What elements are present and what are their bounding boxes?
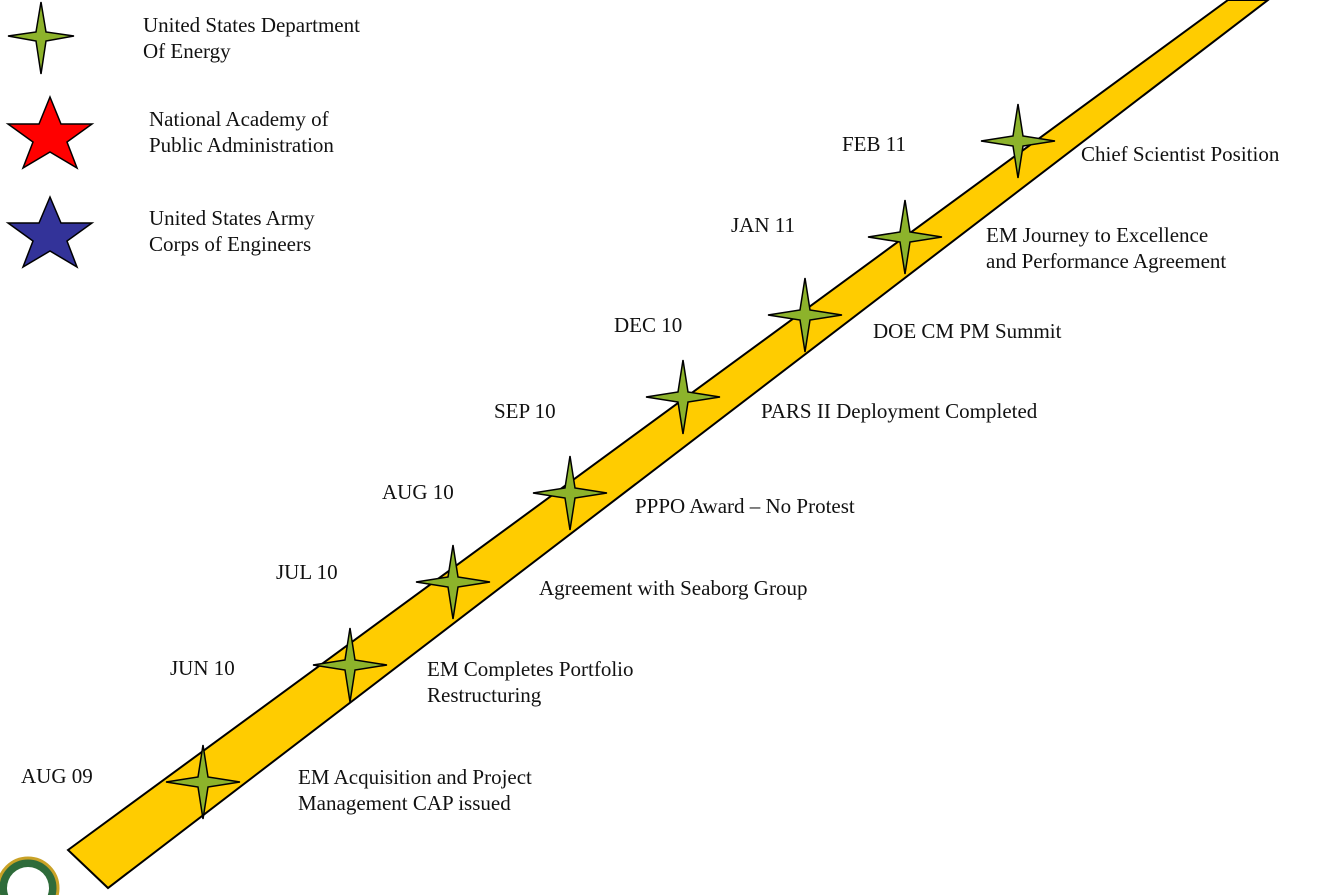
milestone-label: PPPO Award – No Protest <box>635 494 855 518</box>
milestone-star-icon <box>415 544 491 620</box>
milestone-date: FEB 11 <box>842 132 906 156</box>
legend-blue-star-icon <box>5 195 95 269</box>
milestone-label: DOE CM PM Summit <box>873 319 1062 343</box>
milestone-label: Agreement with Seaborg Group <box>539 576 808 600</box>
milestone-star-icon <box>867 199 943 275</box>
doe-seal-logo <box>0 856 60 895</box>
milestone-date: JUN 10 <box>170 656 235 680</box>
milestone-date: DEC 10 <box>614 313 683 337</box>
legend-red-star-icon <box>5 95 95 170</box>
milestone-star-icon <box>767 277 843 353</box>
milestone-markers <box>165 103 1056 820</box>
milestone-date: JAN 11 <box>731 213 795 237</box>
milestone-date: AUG 09 <box>21 764 93 788</box>
milestone-star-icon <box>645 359 721 435</box>
legend-green-four-point-star-icon <box>7 1 75 75</box>
milestone-star-icon <box>532 455 608 531</box>
milestone-date: SEP 10 <box>494 399 556 423</box>
milestone-star-icon <box>165 744 241 820</box>
milestone-star-icon <box>980 103 1056 179</box>
milestone-label: PARS II Deployment Completed <box>761 399 1038 423</box>
milestone-date: JUL 10 <box>276 560 338 584</box>
milestone-label: Chief Scientist Position <box>1081 142 1280 166</box>
milestone-date: AUG 10 <box>382 480 454 504</box>
milestone-star-icon <box>312 627 388 703</box>
